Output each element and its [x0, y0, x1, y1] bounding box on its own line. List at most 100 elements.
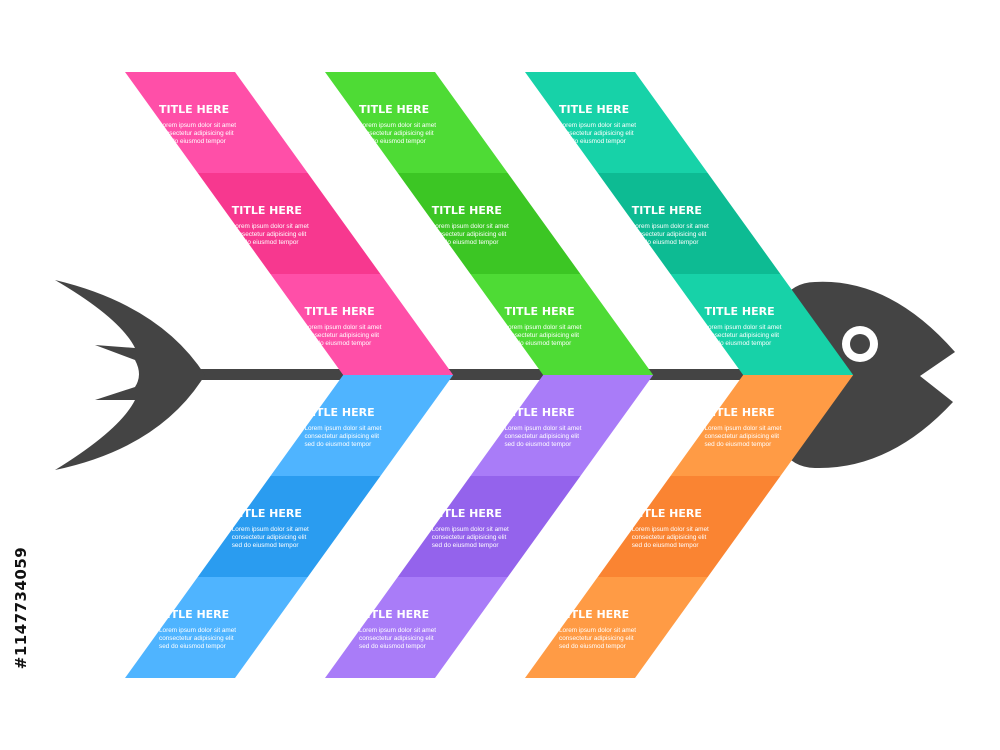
branch-segment: TITLE HERE Lorem ipsum dolor sit ametcons… [397, 173, 581, 274]
segment-text: consectetur adipisicing elit [304, 433, 379, 440]
segment-band [197, 476, 381, 577]
segment-band [525, 72, 708, 173]
segment-text: Lorem ipsum dolor sit amet [432, 223, 509, 230]
segment-text: Lorem ipsum dolor sit amet [159, 627, 236, 634]
segment-title: TITLE HERE [632, 507, 702, 520]
segment-band [325, 577, 508, 678]
segment-text: sed do eiusmod tempor [632, 239, 700, 246]
segment-band [525, 577, 708, 678]
segment-text: sed do eiusmod tempor [632, 542, 700, 549]
segment-text: consectetur adipisicing elit [504, 332, 579, 339]
segment-text: Lorem ipsum dolor sit amet [232, 526, 309, 533]
segment-text: Lorem ipsum dolor sit amet [632, 526, 709, 533]
segment-text: sed do eiusmod tempor [432, 542, 500, 549]
segment-band [325, 72, 508, 173]
segment-text: consectetur adipisicing elit [359, 635, 434, 642]
segment-band [270, 375, 454, 476]
segment-text: sed do eiusmod tempor [504, 441, 572, 448]
segment-band [670, 274, 854, 375]
segment-text: consectetur adipisicing elit [159, 635, 234, 642]
segment-title: TITLE HERE [504, 305, 574, 318]
branch-segment: TITLE HERE Lorem ipsum dolor sit ametcons… [670, 375, 854, 476]
segment-band [470, 375, 654, 476]
segment-text: sed do eiusmod tempor [159, 643, 227, 650]
segment-text: consectetur adipisicing elit [704, 433, 779, 440]
branch-segment: TITLE HERE Lorem ipsum dolor sit ametcons… [125, 577, 308, 678]
branch-segment: TITLE HERE Lorem ipsum dolor sit ametcons… [197, 173, 381, 274]
segment-text: consectetur adipisicing elit [559, 130, 634, 137]
segment-band [597, 476, 781, 577]
fish-spine [190, 369, 790, 380]
segment-text: Lorem ipsum dolor sit amet [504, 324, 581, 331]
segment-title: TITLE HERE [632, 204, 702, 217]
segment-text: sed do eiusmod tempor [359, 138, 427, 145]
segment-title: TITLE HERE [432, 204, 502, 217]
segment-text: consectetur adipisicing elit [359, 130, 434, 137]
segment-text: consectetur adipisicing elit [504, 433, 579, 440]
segment-title: TITLE HERE [232, 204, 302, 217]
segment-text: Lorem ipsum dolor sit amet [632, 223, 709, 230]
segment-text: Lorem ipsum dolor sit amet [304, 425, 381, 432]
segment-title: TITLE HERE [559, 608, 629, 621]
segment-band [125, 72, 308, 173]
segment-text: Lorem ipsum dolor sit amet [559, 122, 636, 129]
segment-band [125, 577, 308, 678]
segment-text: consectetur adipisicing elit [432, 534, 507, 541]
segment-text: consectetur adipisicing elit [232, 534, 307, 541]
stock-id-label: #1147734059 [12, 508, 32, 708]
segment-band [397, 476, 581, 577]
segment-text: sed do eiusmod tempor [304, 340, 372, 347]
segment-text: Lorem ipsum dolor sit amet [704, 324, 781, 331]
segment-text: consectetur adipisicing elit [304, 332, 379, 339]
segment-band [197, 173, 381, 274]
segment-text: consectetur adipisicing elit [159, 130, 234, 137]
segment-text: Lorem ipsum dolor sit amet [359, 627, 436, 634]
segment-text: sed do eiusmod tempor [559, 138, 627, 145]
segment-text: consectetur adipisicing elit [432, 231, 507, 238]
segment-text: Lorem ipsum dolor sit amet [359, 122, 436, 129]
segment-text: Lorem ipsum dolor sit amet [304, 324, 381, 331]
stock-id-text: #1147734059 [12, 546, 30, 670]
branch-segment: TITLE HERE Lorem ipsum dolor sit ametcons… [470, 274, 654, 375]
segment-text: sed do eiusmod tempor [232, 239, 300, 246]
segment-text: consectetur adipisicing elit [559, 635, 634, 642]
segment-text: sed do eiusmod tempor [704, 340, 772, 347]
segment-title: TITLE HERE [704, 406, 774, 419]
branch-segment: TITLE HERE Lorem ipsum dolor sit ametcons… [270, 274, 454, 375]
segment-text: Lorem ipsum dolor sit amet [704, 425, 781, 432]
segment-band [597, 173, 781, 274]
segment-title: TITLE HERE [159, 608, 229, 621]
segment-text: Lorem ipsum dolor sit amet [559, 627, 636, 634]
segment-text: consectetur adipisicing elit [232, 231, 307, 238]
branch-segment: TITLE HERE Lorem ipsum dolor sit ametcons… [597, 173, 781, 274]
segment-text: sed do eiusmod tempor [159, 138, 227, 145]
segment-text: Lorem ipsum dolor sit amet [432, 526, 509, 533]
segment-text: sed do eiusmod tempor [232, 542, 300, 549]
segment-band [670, 375, 854, 476]
segment-text: consectetur adipisicing elit [632, 231, 707, 238]
segment-text: Lorem ipsum dolor sit amet [504, 425, 581, 432]
segment-text: Lorem ipsum dolor sit amet [232, 223, 309, 230]
segment-title: TITLE HERE [359, 103, 429, 116]
branch-segment: TITLE HERE Lorem ipsum dolor sit ametcons… [525, 577, 708, 678]
segment-title: TITLE HERE [704, 305, 774, 318]
segment-text: Lorem ipsum dolor sit amet [159, 122, 236, 129]
segment-band [397, 173, 581, 274]
segment-text: sed do eiusmod tempor [559, 643, 627, 650]
segment-title: TITLE HERE [432, 507, 502, 520]
branch-segment: TITLE HERE Lorem ipsum dolor sit ametcons… [397, 476, 581, 577]
segment-title: TITLE HERE [304, 305, 374, 318]
